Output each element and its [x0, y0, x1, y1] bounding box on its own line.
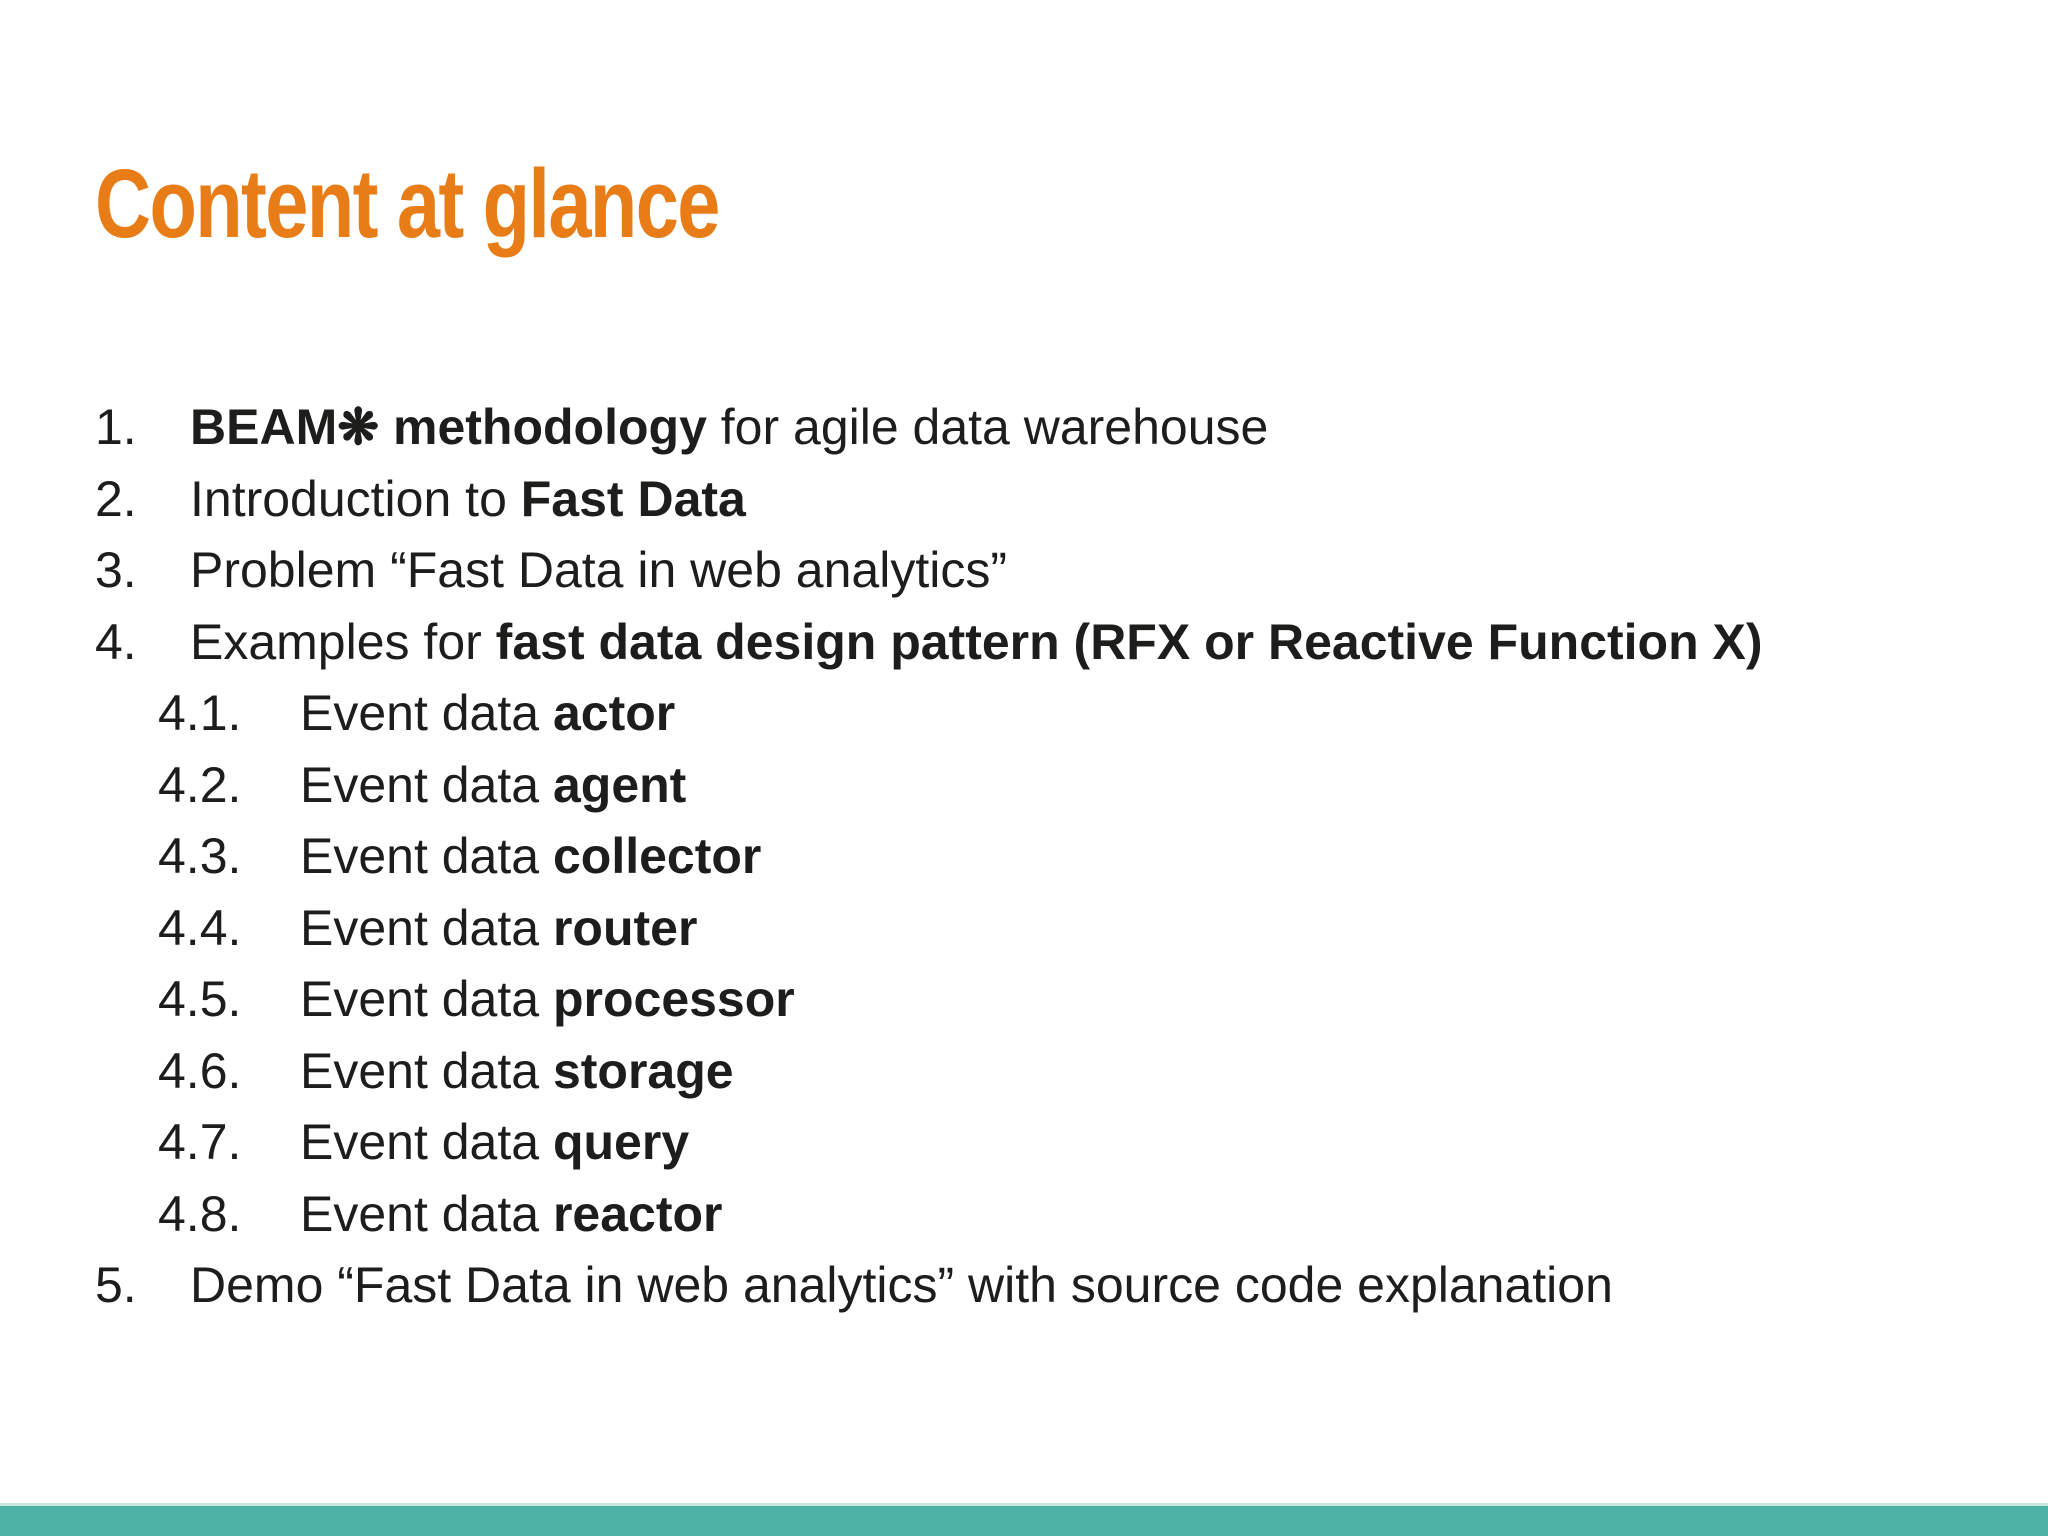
list-item-number: 4.7.	[158, 1114, 242, 1170]
list-item-number: 3.	[95, 542, 137, 598]
list-item-text: Event data reactor	[300, 1185, 723, 1242]
list-item-text: Event data query	[300, 1114, 690, 1170]
list-item-text: Demo “Fast Data in web analytics” with s…	[190, 1257, 1613, 1313]
list-item-number: 5.	[95, 1257, 137, 1313]
list-item: 3. Problem “Fast Data in web analytics”	[0, 535, 2048, 607]
list-item: 2. Introduction to Fast Data	[0, 464, 2048, 536]
table-of-contents: 1. BEAM❋ methodology for agile data wareh…	[0, 392, 2048, 1322]
slide-title: Content at glance	[95, 149, 720, 258]
list-item-number: 4.6.	[158, 1042, 242, 1099]
list-item-number: 2.	[95, 470, 137, 527]
list-item-number: 4.4.	[158, 899, 242, 956]
list-item-text: Event data processor	[300, 971, 795, 1027]
list-item-text: Event data router	[300, 899, 698, 956]
list-item: 4.7. Event data query	[0, 1107, 2048, 1179]
list-item: 4.3. Event data collector	[0, 821, 2048, 893]
list-item: 4.4. Event data router	[0, 893, 2048, 965]
list-item-text: Event data storage	[300, 1042, 734, 1099]
list-item-text: BEAM❋ methodology for agile data warehou…	[190, 399, 1269, 455]
list-item-text: Examples for fast data design pattern (R…	[190, 613, 1763, 670]
list-item-number: 1.	[95, 399, 137, 455]
list-item: 5. Demo “Fast Data in web analytics” with…	[0, 1250, 2048, 1322]
list-item: 4.6. Event data storage	[0, 1036, 2048, 1108]
list-item: 4.2. Event data agent	[0, 750, 2048, 822]
list-item-text: Introduction to Fast Data	[190, 470, 746, 527]
list-item: 4.5. Event data processor	[0, 964, 2048, 1036]
list-item: 4. Examples for fast data design pattern …	[0, 607, 2048, 679]
list-item-text: Problem “Fast Data in web analytics”	[190, 542, 1007, 598]
list-item-number: 4.1.	[158, 685, 242, 741]
list-item-text: Event data collector	[300, 828, 762, 884]
list-item: 1. BEAM❋ methodology for agile data wareh…	[0, 392, 2048, 464]
list-item-text: Event data agent	[300, 756, 687, 813]
list-item-number: 4.2.	[158, 756, 242, 813]
list-item-text: Event data actor	[300, 685, 676, 741]
list-item: 4.1. Event data actor	[0, 678, 2048, 750]
list-item-number: 4.3.	[158, 828, 242, 884]
list-item-number: 4.8.	[158, 1185, 242, 1242]
list-item-number: 4.5.	[158, 971, 242, 1027]
list-item-number: 4.	[95, 613, 137, 670]
list-item: 4.8. Event data reactor	[0, 1179, 2048, 1251]
footer-accent-bar	[0, 1503, 2048, 1536]
